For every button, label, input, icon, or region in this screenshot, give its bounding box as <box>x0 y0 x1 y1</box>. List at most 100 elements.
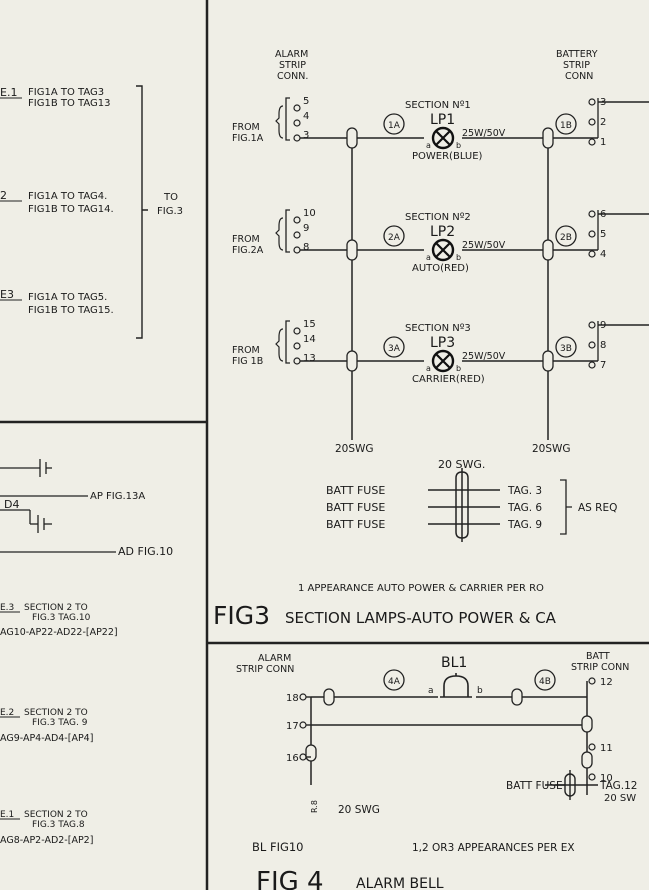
e3-code: E.3 <box>0 603 14 613</box>
fuse-tag: TAG. 3 <box>507 485 542 497</box>
as-req-label: AS REQ <box>578 502 617 514</box>
bus-cartridge-right <box>542 350 554 372</box>
bus-cartridge-right <box>542 239 554 261</box>
lamp-pin-b: b <box>456 364 461 373</box>
terminal-dot <box>588 677 596 685</box>
fig4-tag-right: 12 <box>600 677 613 688</box>
alarm-header-line2: STRIP <box>279 60 306 71</box>
fig4-tag-left: 18 <box>286 693 299 704</box>
circle-label: 1B <box>560 121 572 131</box>
terminal-tag-left: 13 <box>303 353 316 364</box>
bus-wires <box>351 128 549 440</box>
lamp-rating: 25W/50V <box>462 240 506 251</box>
from-fig-label: FIG 1B <box>232 356 263 367</box>
fig4-batt-header-line1: BATT <box>586 651 610 662</box>
ad-fig-label: AD FIG.10 <box>118 545 173 558</box>
circle-2a: 2A <box>383 225 405 247</box>
circle-label: 1A <box>388 121 401 131</box>
terminal-dot <box>588 98 596 106</box>
fig4-circle-4a: 4A <box>383 669 405 691</box>
terminal-dot <box>293 342 301 350</box>
from-fig-label: FIG.1A <box>232 133 264 144</box>
terminal-dot <box>588 773 596 781</box>
e3-line1: SECTION 2 TO <box>24 603 88 613</box>
lamp-icon <box>431 349 455 373</box>
fig4-batt-fuse <box>545 770 576 800</box>
circle-label: 2A <box>388 233 401 243</box>
circle-3a: 3A <box>383 336 405 358</box>
e1-line1: SECTION 2 TO <box>24 810 88 820</box>
terminal-dot <box>588 138 596 146</box>
fig4-swg-right-label: 20 SW <box>604 793 636 804</box>
lamp-rating: 25W/50V <box>462 128 506 139</box>
sec3-code: E3 <box>0 288 14 301</box>
sec1-code: E.1 <box>0 86 17 99</box>
lamp-mode-label: CARRIER(RED) <box>412 374 485 385</box>
fuse-label: BATT FUSE <box>326 501 385 514</box>
terminal-tag-left: 4 <box>303 111 309 122</box>
terminal-dot <box>293 231 301 239</box>
section-brace <box>136 85 148 339</box>
lamp-pin-a: a <box>426 253 431 262</box>
batt-header-line3: CONN <box>565 71 593 82</box>
e2-line1: SECTION 2 TO <box>24 708 88 718</box>
lamp-icon <box>431 238 455 262</box>
terminal-dot <box>293 104 301 112</box>
fuse-row-1: BATT FUSE TAG. 3 <box>326 484 542 497</box>
terminal-tag-right: 2 <box>600 117 606 128</box>
bell-label: BL1 <box>441 655 467 671</box>
terminal-dot <box>293 119 301 127</box>
fig4-title-text: ALARM BELL <box>356 876 444 890</box>
lamp-pin-b: b <box>456 141 461 150</box>
lamp-pin-b: b <box>456 253 461 262</box>
left-terminal-bracket <box>285 209 290 253</box>
terminal-tag-left: 10 <box>303 208 316 219</box>
left-terminal-bracket <box>285 97 290 141</box>
fig4-tag-right: 11 <box>600 743 613 754</box>
terminal-tag-right: 4 <box>600 249 606 260</box>
fuse-label: BATT FUSE <box>326 484 385 497</box>
section-label: SECTION Nº3 <box>405 323 471 334</box>
fig4-title-number: FIG 4 <box>256 867 324 890</box>
to-label: TO <box>163 192 178 203</box>
fig3-note: 1 APPEARANCE AUTO POWER & CARRIER PER RO <box>298 583 544 594</box>
alarm-header-line1: ALARM <box>275 49 308 60</box>
terminal-tag-left: 15 <box>303 319 316 330</box>
terminal-dot <box>588 341 596 349</box>
e3-line3: AG10-AP22-AD22-[AP22] <box>0 627 118 638</box>
fig3-panel: ALARM STRIP CONN. BATTERY STRIP CONN 543… <box>213 49 649 630</box>
from-brace <box>275 217 284 251</box>
lamp-label: LP2 <box>430 224 455 240</box>
lamp-mode-label: POWER(BLUE) <box>412 151 483 162</box>
fig4-cartridges <box>305 688 593 769</box>
from-fig-label: FIG.2A <box>232 245 264 256</box>
circle-label: 2B <box>560 233 572 243</box>
fuse-row-3: BATT FUSE TAG. 9 <box>326 518 542 531</box>
fig4-circle-4b-label: 4B <box>539 677 551 687</box>
swg-right-label: 20SWG <box>532 443 571 455</box>
section-label: SECTION Nº2 <box>405 212 471 223</box>
fuse-label: BATT FUSE <box>326 518 385 531</box>
terminal-tag-left: 5 <box>303 96 309 107</box>
terminal-dot <box>588 210 596 218</box>
fig4-circle-4a-label: 4A <box>388 677 401 687</box>
e1-code: E.1 <box>0 810 14 820</box>
bus-cartridge-left <box>346 127 358 149</box>
left-terminal-bracket <box>285 320 290 364</box>
fig4-batt-fuse-label: BATT FUSE <box>506 780 563 792</box>
circle-label: 3A <box>388 344 401 354</box>
swg-left-label: 20SWG <box>335 443 374 455</box>
lamp-pin-a: a <box>426 141 431 150</box>
fig4-batt-header-line2: STRIP CONN <box>571 662 629 673</box>
lamp-rating: 25W/50V <box>462 351 506 362</box>
from-label: FROM <box>232 345 260 356</box>
fig4-note: 1,2 OR3 APPEARANCES PER EX <box>412 842 575 854</box>
alarm-header-line3: CONN. <box>277 71 308 82</box>
fuse-tag: TAG. 9 <box>507 519 542 531</box>
